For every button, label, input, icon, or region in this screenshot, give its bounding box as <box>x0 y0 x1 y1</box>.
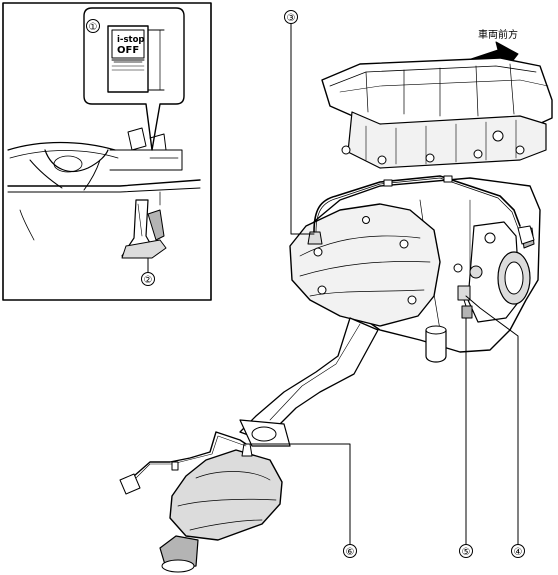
callout-5-label: ⑤ <box>462 547 471 558</box>
front-direction-label: 車両前方 <box>478 28 518 41</box>
callout-6-leader <box>251 443 351 545</box>
callout-4: ④ <box>465 295 525 558</box>
inset-panel: i-stop OFF ① <box>2 2 212 301</box>
callout-5: ⑤ <box>459 317 473 558</box>
switch-label-line1: i-stop <box>117 35 145 45</box>
callout-3-leader <box>290 23 315 235</box>
upstream-o2-sensor <box>307 175 535 245</box>
callout-3-label: ③ <box>287 13 296 24</box>
exhaust-heat-shield <box>289 203 441 327</box>
engine-assembly <box>289 57 553 363</box>
downstream-o2-sensor <box>119 431 253 495</box>
callout-2-circle <box>141 272 155 286</box>
steering-wheel <box>7 141 119 191</box>
callout-1-label: ① <box>89 22 98 33</box>
callout-1-circle <box>86 19 100 33</box>
inset-frame <box>2 2 212 301</box>
dashboard <box>7 127 201 241</box>
exhaust-system <box>119 317 379 573</box>
istop-off-switch <box>107 25 165 93</box>
catalytic-converter <box>169 449 283 541</box>
switch-label-line2: OFF <box>117 45 139 56</box>
accelerator-pedal <box>121 199 167 259</box>
callout-4-label: ④ <box>514 547 523 558</box>
callout-6-label: ⑥ <box>346 547 355 558</box>
callout-4-leader <box>465 295 519 545</box>
callout-6: ⑥ <box>251 443 357 558</box>
callout-2-label: ② <box>144 275 153 286</box>
callout-3: ③ <box>284 10 315 235</box>
